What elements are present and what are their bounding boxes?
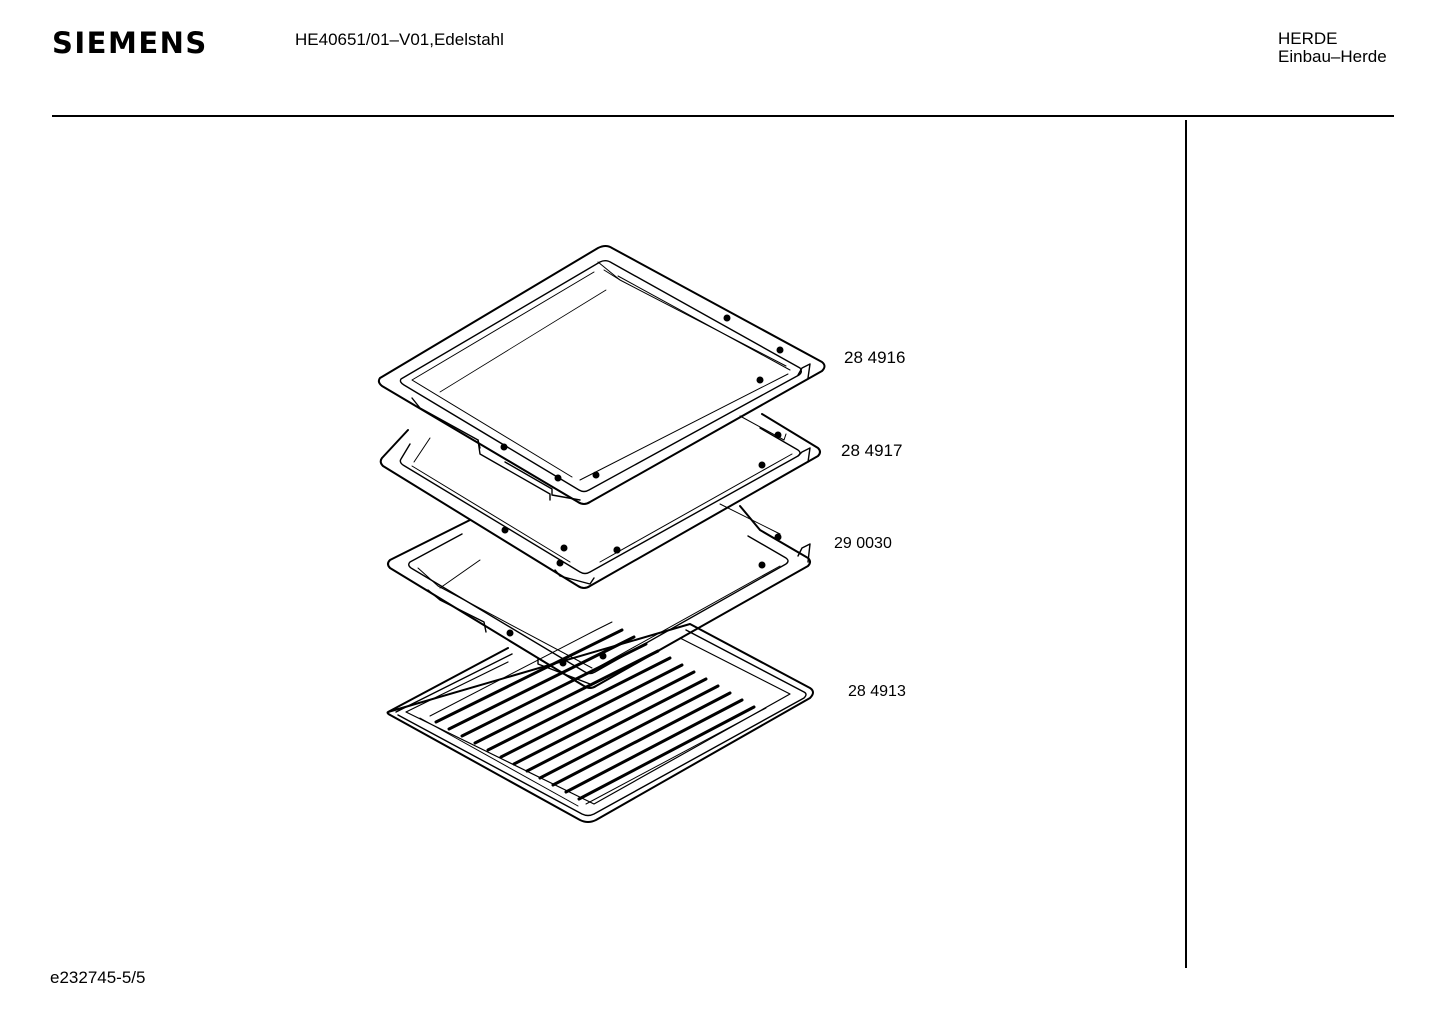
- flat-baking-tray: [379, 413, 821, 589]
- brand-logo: SIEMENS: [52, 26, 208, 60]
- part-number-label: 28 4917: [841, 441, 903, 460]
- appliance-category: HERDE Einbau–Herde: [1278, 30, 1387, 66]
- header-divider: [52, 115, 1394, 117]
- category-title: HERDE: [1278, 29, 1338, 48]
- deep-baking-tray: [377, 245, 826, 505]
- part-number-label: 29 0030: [834, 535, 892, 552]
- document-id: e232745-5/5: [50, 968, 146, 987]
- part-number-label: 28 4916: [844, 348, 906, 367]
- side-divider: [1185, 120, 1187, 968]
- part-number-label: 28 4913: [848, 683, 906, 700]
- universal-pan: [387, 503, 811, 689]
- category-subtitle: Einbau–Herde: [1278, 47, 1387, 66]
- wire-rack: [386, 621, 814, 823]
- model-number: HE40651/01–V01,Edelstahl: [295, 30, 504, 49]
